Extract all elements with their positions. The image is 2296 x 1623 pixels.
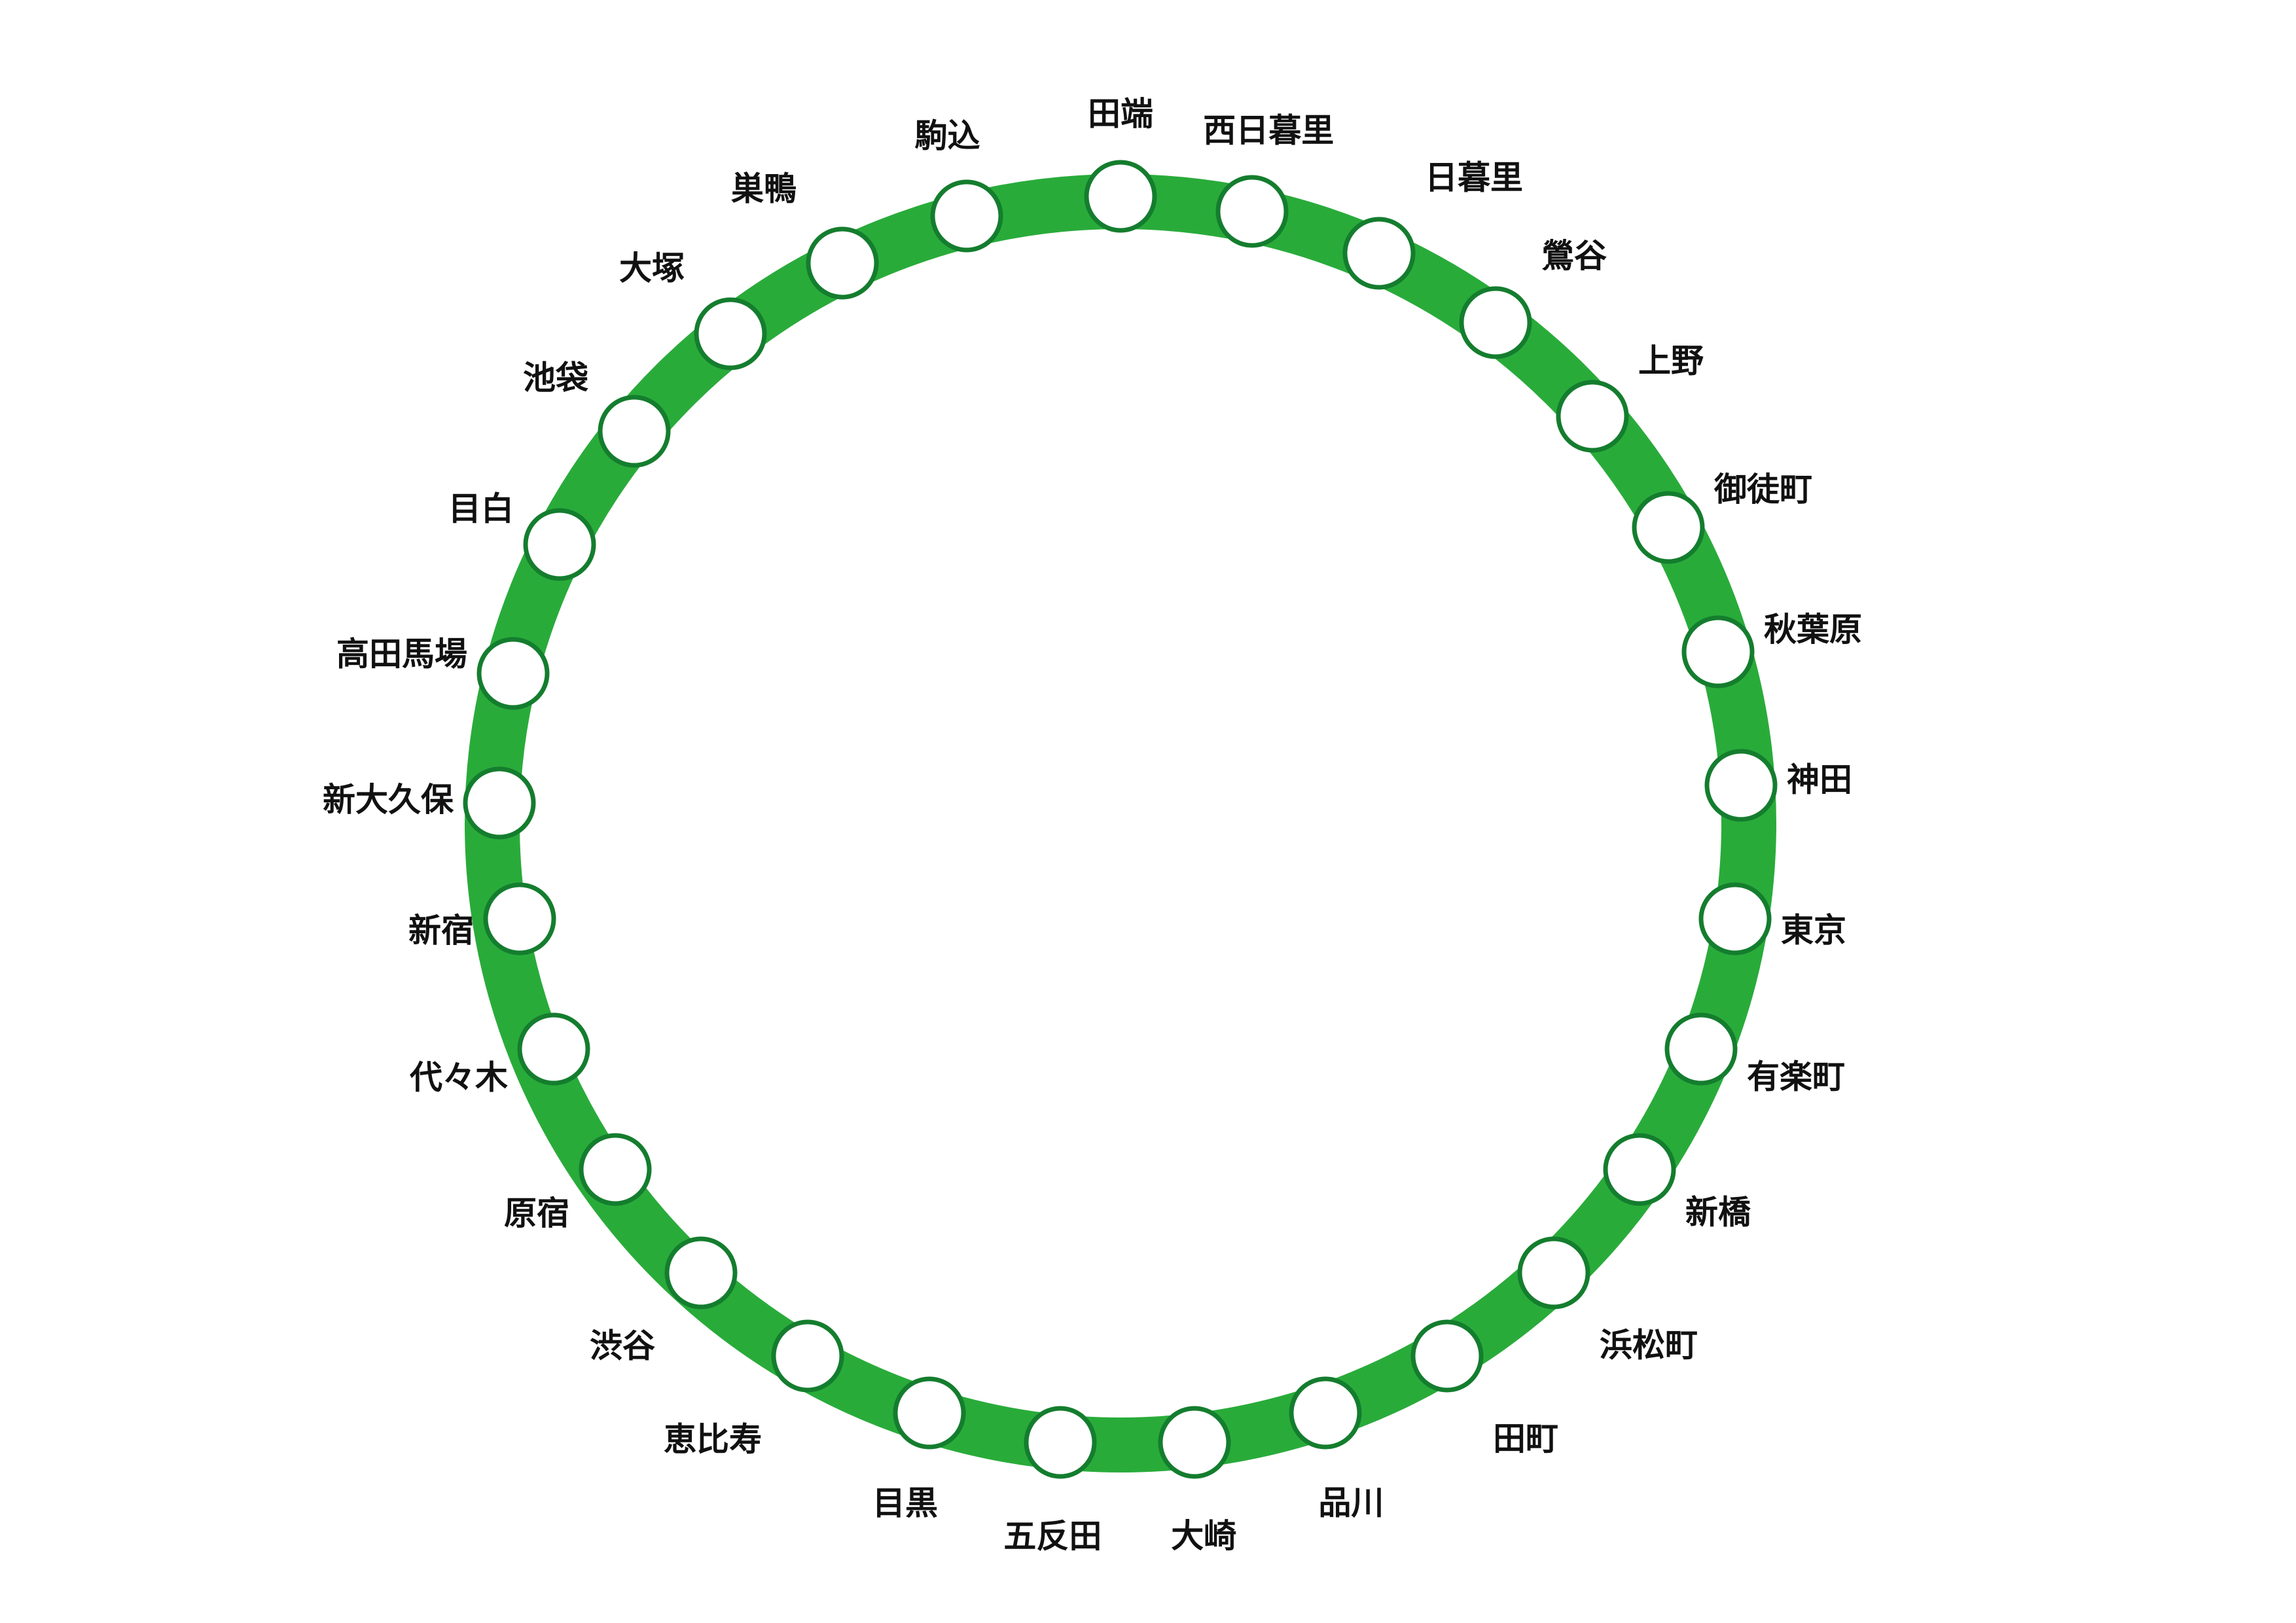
station-label: 池袋 — [523, 359, 588, 397]
station-marker — [1632, 491, 1705, 564]
station-label: 渋谷 — [590, 1327, 655, 1365]
station-marker — [1342, 217, 1416, 290]
station-marker — [1698, 882, 1772, 955]
station-label: 品川 — [1318, 1484, 1384, 1522]
station-label: 西日暮里 — [1203, 112, 1334, 150]
station-marker — [476, 637, 550, 710]
station-label: 御徒町 — [1713, 471, 1812, 508]
station-label: 浜松町 — [1600, 1326, 1698, 1364]
station-marker — [1664, 1012, 1738, 1086]
station-marker — [523, 508, 596, 581]
station-label: 駒込 — [915, 117, 980, 155]
station-marker — [1459, 286, 1532, 359]
station-marker — [598, 395, 671, 468]
station-marker — [517, 1012, 590, 1086]
station-label: 目白 — [448, 490, 514, 528]
station-marker — [771, 1319, 844, 1393]
station-marker — [930, 179, 1003, 253]
station-marker — [1681, 615, 1755, 688]
station-label: 五反田 — [1003, 1517, 1102, 1555]
station-marker — [1215, 175, 1289, 248]
station-marker — [483, 882, 556, 955]
station-marker — [1024, 1406, 1097, 1479]
station-label: 大塚 — [619, 249, 685, 287]
station-label: 田町 — [1493, 1419, 1558, 1457]
station-markers — [463, 160, 1778, 1479]
station-label: 上野 — [1638, 342, 1704, 380]
station-marker — [893, 1376, 966, 1450]
station-label: 大崎 — [1171, 1517, 1236, 1555]
station-marker — [664, 1236, 738, 1310]
station-marker — [579, 1133, 652, 1206]
station-label: 新橋 — [1685, 1194, 1751, 1232]
station-label: 代々木 — [409, 1058, 508, 1096]
station-label: 巣鴨 — [731, 170, 797, 208]
station-label: 新宿 — [408, 912, 474, 950]
station-marker — [1603, 1133, 1676, 1206]
station-marker — [1289, 1376, 1362, 1450]
station-marker — [1704, 749, 1778, 822]
station-marker — [1517, 1236, 1590, 1310]
station-marker — [1084, 160, 1157, 233]
station-label: 神田 — [1787, 761, 1852, 799]
station-marker — [1410, 1319, 1484, 1393]
station-label: 日暮里 — [1425, 159, 1523, 197]
station-marker — [806, 226, 879, 300]
station-label: 秋葉原 — [1764, 611, 1862, 649]
station-label: 有楽町 — [1747, 1058, 1845, 1096]
station-label: 恵比寿 — [664, 1420, 762, 1458]
station-label: 鶯谷 — [1541, 237, 1607, 275]
station-marker — [463, 766, 536, 840]
station-label: 原宿 — [504, 1194, 569, 1232]
station-label: 田端 — [1088, 95, 1153, 133]
station-label: 高田馬場 — [336, 635, 467, 673]
station-label: 新大久保 — [323, 781, 454, 819]
station-label: 東京 — [1781, 911, 1846, 949]
station-marker — [1556, 380, 1629, 453]
station-marker — [1158, 1406, 1231, 1479]
station-label: 目黒 — [872, 1484, 938, 1522]
station-marker — [694, 297, 767, 370]
